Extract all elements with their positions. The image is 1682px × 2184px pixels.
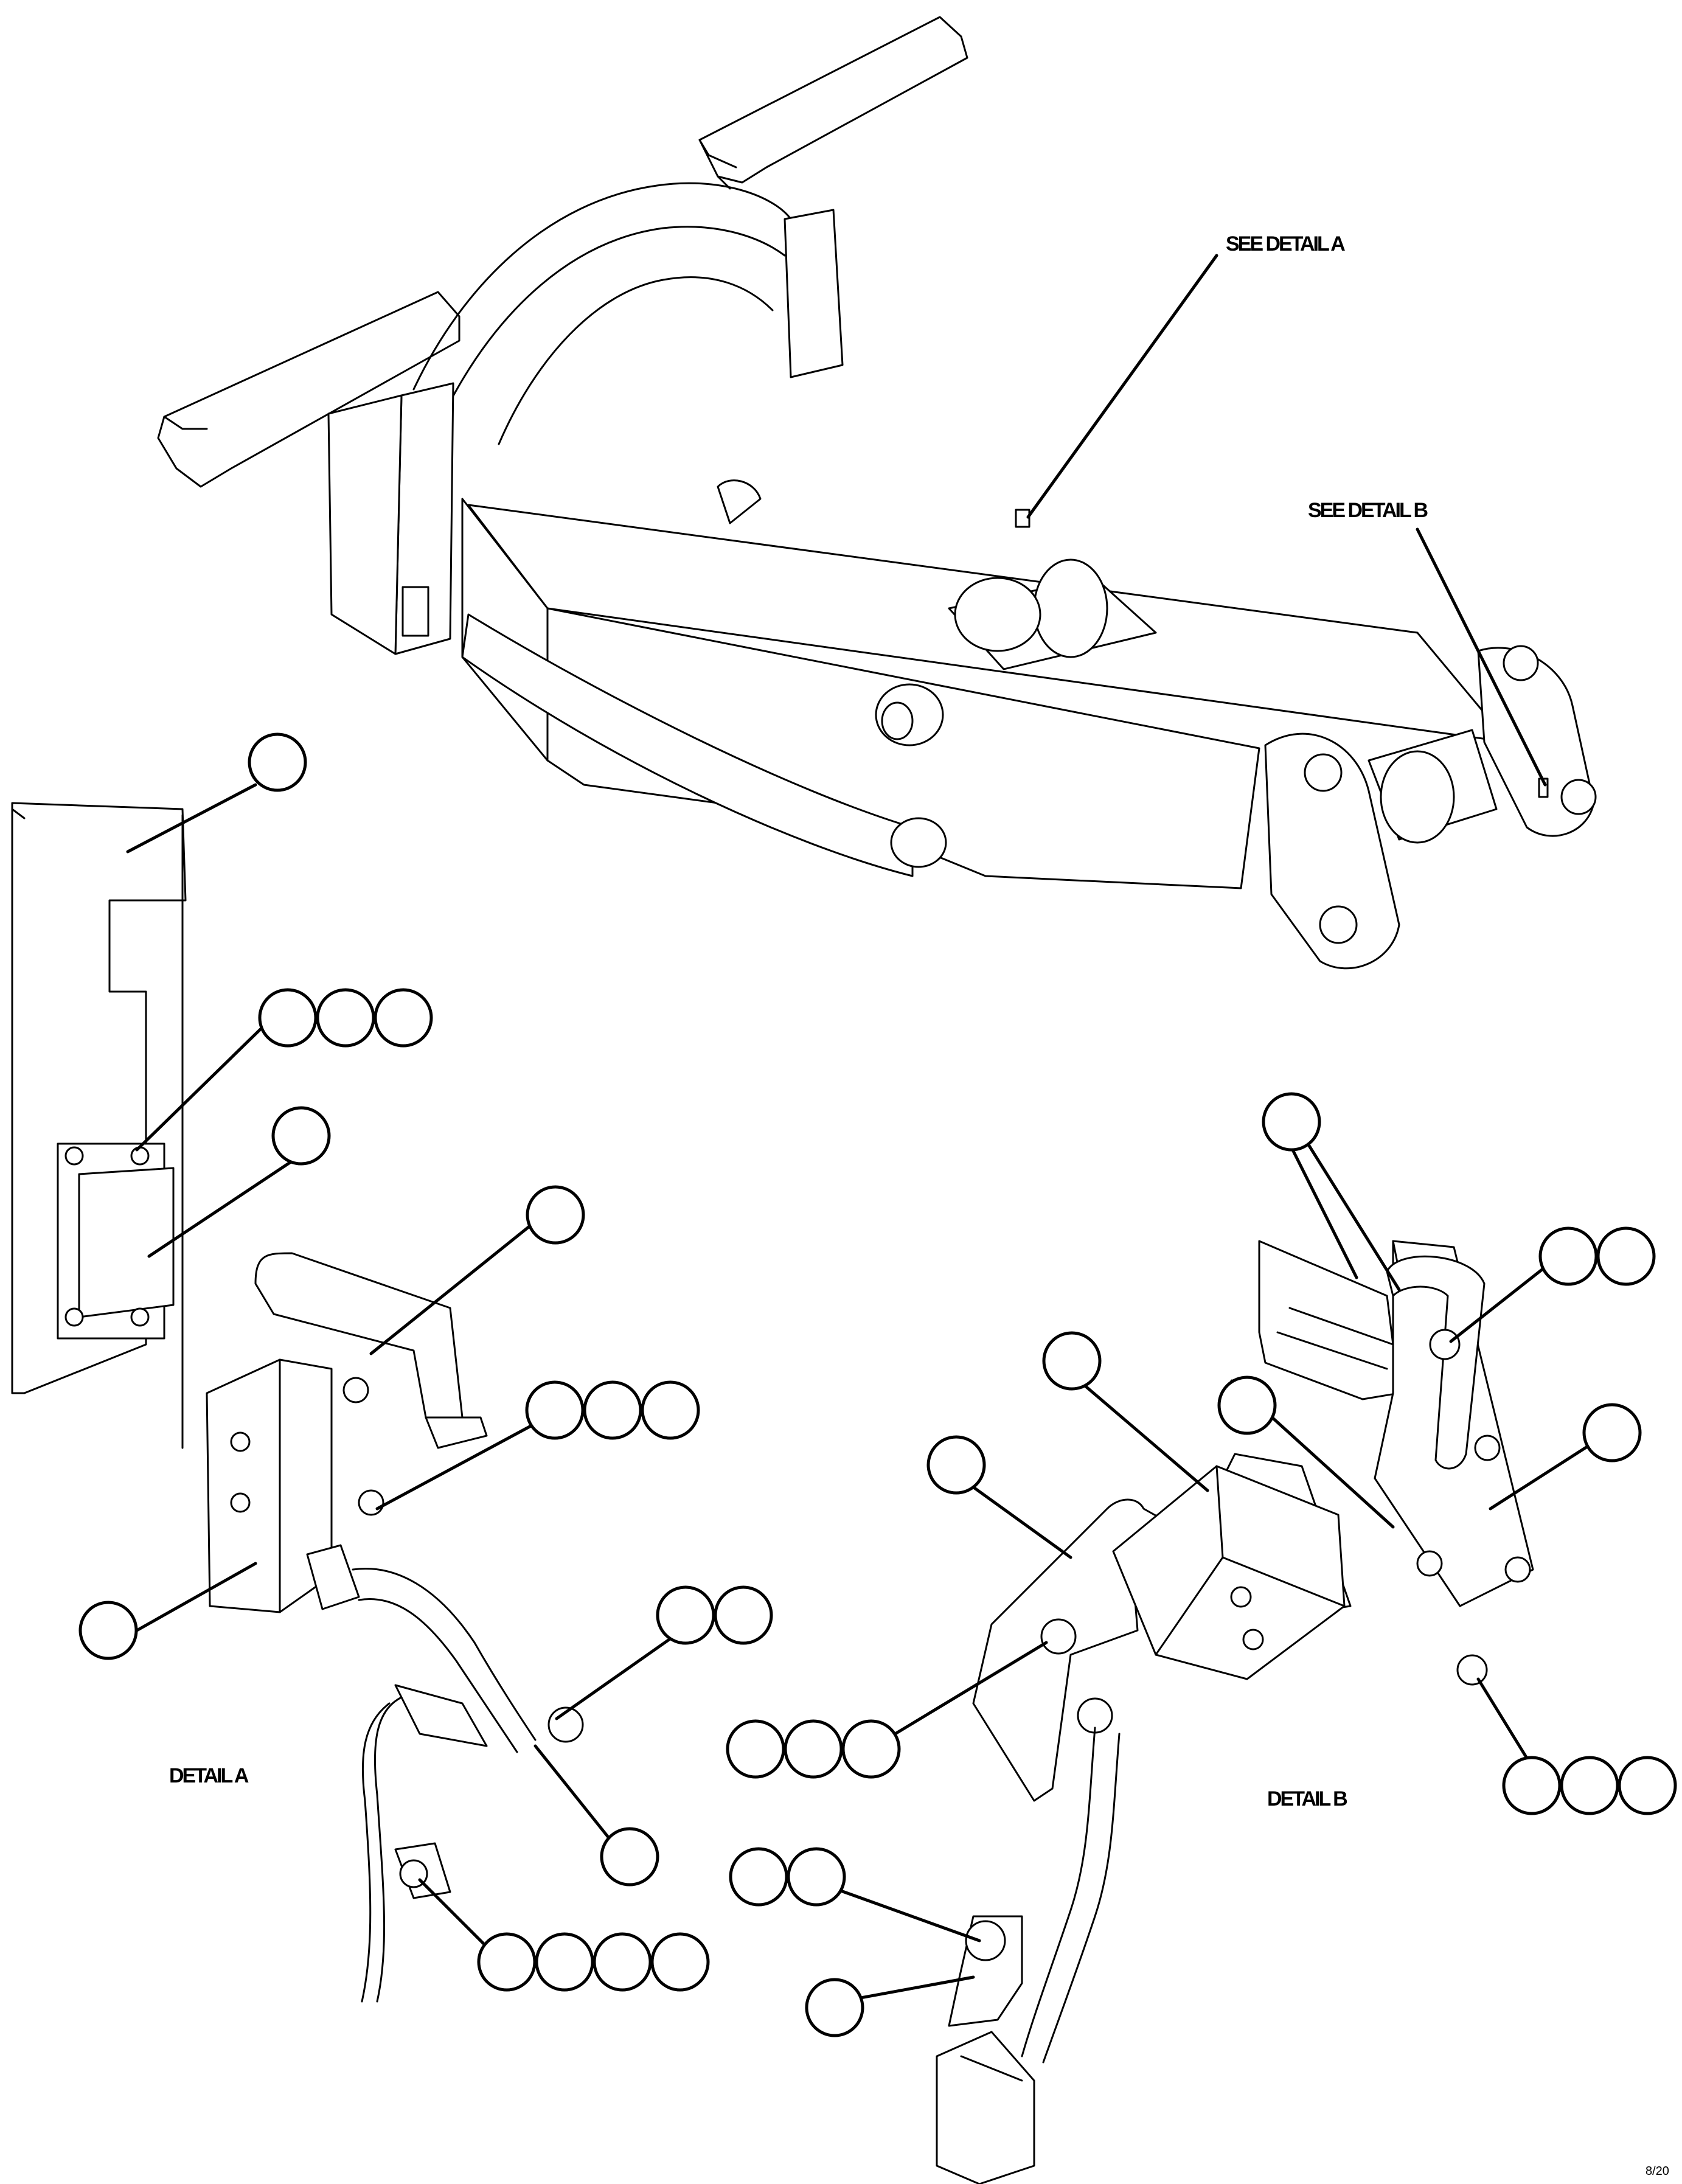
detail-a-leaders <box>126 783 671 1949</box>
callout-balloon <box>271 1106 331 1166</box>
see-detail-a-label: SEE DETAIL A <box>1226 232 1345 256</box>
callout-balloon <box>248 732 307 792</box>
callout-balloon <box>374 988 433 1048</box>
callout-balloon <box>477 1932 537 1992</box>
callout-balloon <box>316 988 375 1048</box>
callout-balloon <box>78 1601 138 1660</box>
callout-balloon <box>656 1585 715 1645</box>
callout-balloon <box>714 1585 773 1645</box>
detail-a-balloons <box>78 732 773 1992</box>
loader-arm-assembly <box>157 16 1597 970</box>
callout-balloon <box>787 1847 846 1907</box>
see-detail-a-leader <box>1026 254 1218 519</box>
detail-a-drawing <box>11 802 584 2003</box>
callout-balloon <box>1042 1331 1102 1391</box>
callout-balloon <box>1560 1756 1619 1815</box>
callout-balloon <box>1538 1226 1598 1286</box>
callout-balloon <box>650 1932 710 1992</box>
detail-b-label: DETAIL B <box>1267 1787 1347 1810</box>
callout-balloon <box>1217 1375 1277 1435</box>
figure-code: 8/20 <box>1646 2165 1669 2178</box>
callout-balloon <box>1618 1756 1677 1815</box>
callout-balloon <box>600 1827 659 1887</box>
callout-balloon <box>726 1719 785 1779</box>
callout-balloon <box>641 1380 700 1440</box>
callout-balloon <box>1596 1226 1656 1286</box>
callout-balloon <box>1582 1403 1642 1462</box>
see-detail-b-label: SEE DETAIL B <box>1308 499 1428 522</box>
callout-balloon <box>535 1932 594 1992</box>
callout-balloon <box>1502 1756 1562 1815</box>
callout-balloon <box>583 1380 642 1440</box>
callout-balloon <box>525 1380 585 1440</box>
detail-b-drawing <box>936 1240 1534 2184</box>
callout-balloon <box>258 988 318 1048</box>
callout-balloon <box>593 1932 652 1992</box>
see-detail-b-leader <box>1416 527 1547 787</box>
callout-balloon <box>841 1719 901 1779</box>
detail-b-balloons <box>726 1092 1677 2037</box>
callout-balloon <box>729 1847 788 1907</box>
callout-balloon <box>526 1185 585 1245</box>
detail-a-label: DETAIL A <box>169 1764 249 1787</box>
callout-balloon <box>926 1435 986 1495</box>
callout-balloon <box>805 1978 864 2037</box>
callout-balloon <box>1262 1092 1321 1152</box>
callout-balloon <box>784 1719 843 1779</box>
